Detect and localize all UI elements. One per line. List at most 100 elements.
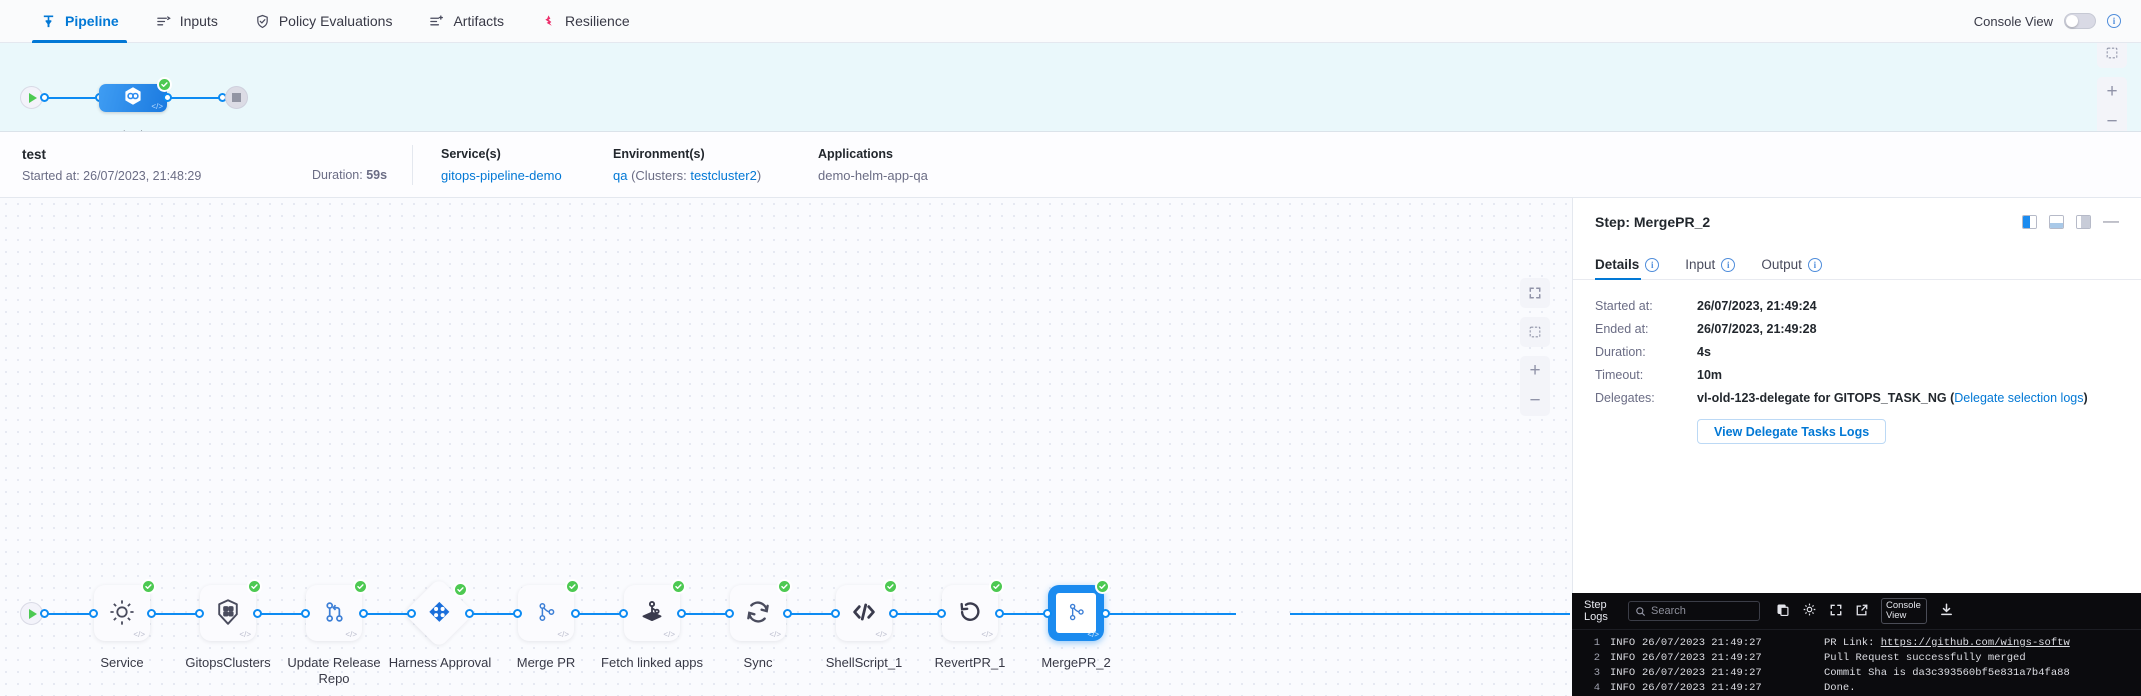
step-label-harness-approval: Harness Approval — [388, 655, 492, 670]
step-node-gitopsclusters[interactable]: </> — [200, 585, 256, 641]
tab-input-label: Input — [1685, 257, 1716, 272]
log-lines[interactable]: 1 INFO 26/07/2023 21:49:27 PR Link: http… — [1572, 630, 2141, 695]
tab-artifacts[interactable]: Artifacts — [410, 0, 522, 43]
info-icon[interactable]: i — [1645, 257, 1660, 272]
code-tag-icon: </> — [557, 630, 569, 639]
collapse-panel-button[interactable]: — — [2103, 213, 2119, 230]
execution-started: Started at: 26/07/2023, 21:48:29 — [22, 169, 312, 183]
step-details-header: Step: MergePR_2 — — [1573, 198, 2141, 246]
tab-resilience-label: Resilience — [565, 13, 630, 29]
zoom-in-button[interactable]: + — [2106, 81, 2118, 102]
info-icon[interactable]: i — [1807, 257, 1822, 272]
code-brackets-icon — [849, 597, 879, 630]
stage-node-test[interactable]: </> — [99, 84, 167, 112]
step-node-harness-approval[interactable] — [403, 577, 475, 649]
split-view-horizontal-icon[interactable] — [2049, 215, 2064, 229]
console-view-toggle[interactable] — [2064, 13, 2096, 29]
step-node-shellscript-1[interactable]: </> — [836, 585, 892, 641]
log-line: 1 INFO 26/07/2023 21:49:27 PR Link: http… — [1572, 635, 2141, 650]
duration-label: Duration: — [312, 167, 363, 182]
fullscreen-button[interactable] — [1520, 278, 1550, 308]
open-external-icon[interactable] — [1855, 603, 1869, 620]
panel-view-controls: — — [2022, 213, 2119, 230]
info-icon[interactable]: i — [2107, 14, 2121, 28]
tab-output[interactable]: Output i — [1761, 257, 1822, 279]
connector-dot — [89, 609, 98, 618]
kubernetes-icon — [213, 597, 243, 630]
pipeline-icon — [40, 13, 57, 30]
applications-value: demo-helm-app-qa — [818, 167, 928, 183]
cluster-link[interactable]: testcluster2 — [690, 167, 757, 183]
step-node-service[interactable]: </> — [94, 585, 150, 641]
logs-toolbar: Step Logs Search Console View — [1572, 593, 2141, 630]
delegate-selection-logs-link[interactable]: Delegate selection logs — [1954, 391, 2084, 405]
tab-policy-evaluations[interactable]: Policy Evaluations — [236, 0, 411, 43]
started-value: 26/07/2023, 21:48:29 — [83, 168, 202, 183]
connector-line — [1000, 613, 1052, 615]
duration-text: Duration: 59s — [312, 168, 412, 182]
detail-value: 10m — [1697, 368, 1723, 382]
step-node-sync[interactable]: </> — [730, 585, 786, 641]
connector-dot — [889, 609, 898, 618]
logs-console-view-label[interactable]: Console View — [1881, 598, 1927, 624]
gear-icon[interactable] — [1802, 602, 1817, 620]
execution-title: test — [22, 146, 47, 162]
fit-to-screen-button[interactable] — [2097, 43, 2127, 68]
zoom-out-button[interactable]: − — [1529, 390, 1541, 411]
tab-input[interactable]: Input i — [1685, 257, 1736, 279]
step-node-update-release-repo[interactable]: </> — [306, 585, 362, 641]
connector-line — [1106, 613, 1236, 615]
step-label-merge-pr: Merge PR — [516, 655, 576, 670]
check-icon — [887, 584, 894, 590]
log-link[interactable]: https://github.com/wings-softw — [1880, 636, 2070, 649]
logs-search-input[interactable]: Search — [1628, 601, 1760, 621]
step-node-merge-pr[interactable]: </> — [518, 585, 574, 641]
step-node-fetch-linked-apps[interactable]: </> — [624, 585, 680, 641]
execution-graph-canvas[interactable]: </> Service </> GitopsClusters </> Updat… — [0, 198, 1572, 696]
code-tag-icon: </> — [769, 630, 781, 639]
copy-icon[interactable] — [1776, 603, 1790, 620]
step-node-revertpr-1[interactable]: </> — [942, 585, 998, 641]
tab-inputs[interactable]: Inputs — [137, 0, 236, 43]
step-node-mergepr-2[interactable]: </> — [1048, 585, 1104, 641]
duration-value: 59s — [366, 167, 388, 182]
info-icon[interactable]: i — [1721, 257, 1736, 272]
connector-dot — [725, 609, 734, 618]
status-badge-success — [157, 77, 172, 92]
services-label: Service(s) — [441, 146, 501, 161]
tab-resilience[interactable]: Resilience — [522, 0, 648, 43]
check-icon — [251, 584, 258, 590]
step-details-body: Started at: 26/07/2023, 21:49:24 Ended a… — [1573, 280, 2141, 444]
connector-dot — [253, 609, 262, 618]
service-link[interactable]: gitops-pipeline-demo — [441, 167, 562, 183]
tab-pipeline[interactable]: Pipeline — [22, 0, 137, 43]
detail-key: Timeout: — [1595, 368, 1644, 382]
log-line-number: 2 — [1593, 651, 1600, 664]
tab-details[interactable]: Details i — [1595, 257, 1660, 280]
detail-row-duration: Duration: 4s — [1595, 345, 2119, 359]
zoom-in-button[interactable]: + — [1529, 360, 1541, 381]
pipeline-end-node[interactable] — [225, 86, 248, 109]
fullscreen-icon[interactable] — [1829, 603, 1843, 620]
sidebar-view-icon[interactable] — [2076, 215, 2091, 229]
split-view-vertical-icon[interactable] — [2022, 215, 2037, 229]
harness-diamond-icon — [426, 598, 453, 628]
log-line: 4 INFO 26/07/2023 21:49:27 Done. — [1572, 680, 2141, 695]
code-tag-icon: </> — [875, 630, 887, 639]
check-icon — [1099, 584, 1106, 590]
code-tag-icon: </> — [151, 102, 163, 111]
connector-line — [48, 613, 98, 615]
connector-line — [470, 613, 522, 615]
log-message: PR Link: https://github.com/wings-softw — [1782, 637, 2070, 649]
view-delegate-tasks-logs-button[interactable]: View Delegate Tasks Logs — [1697, 419, 1887, 444]
connector-dot — [147, 609, 156, 618]
connector-line — [152, 613, 204, 615]
fit-to-screen-button[interactable] — [1520, 317, 1550, 347]
delegate-name: vl-old-123-delegate for GITOPS_TASK_NG ( — [1697, 391, 1955, 405]
status-badge-success — [671, 579, 686, 594]
execution-summary-bar: test Started at: 26/07/2023, 21:48:29 Du… — [0, 132, 2141, 198]
zoom-out-button[interactable]: − — [2106, 111, 2118, 132]
download-icon[interactable] — [1939, 602, 1954, 620]
environment-link[interactable]: qa — [613, 167, 628, 183]
